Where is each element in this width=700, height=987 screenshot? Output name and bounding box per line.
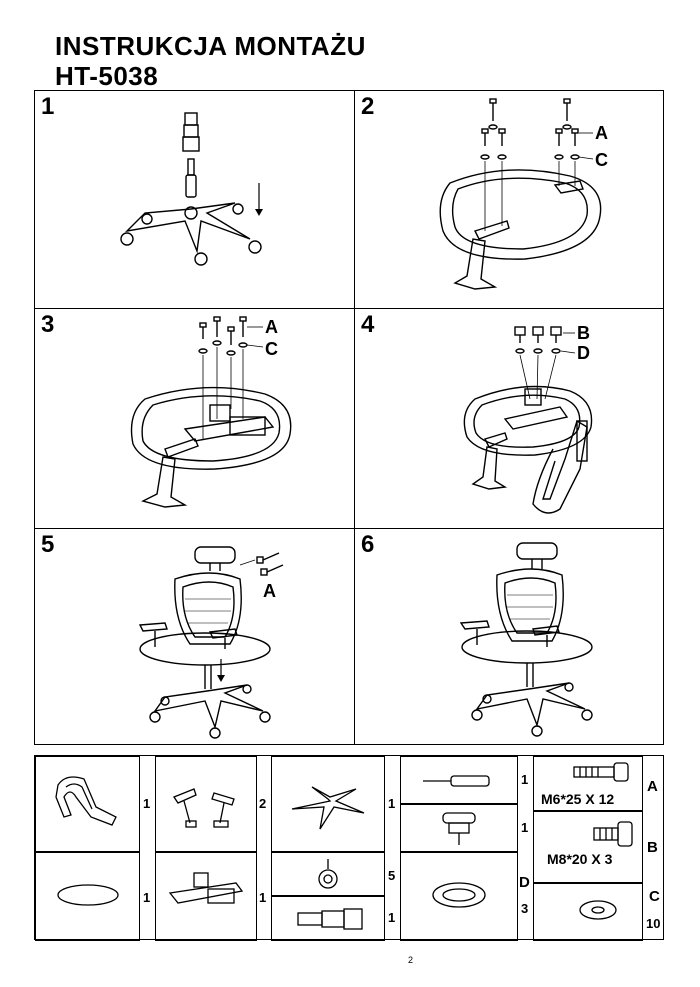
mechanism-icon bbox=[168, 872, 244, 904]
mechanism-qty: 1 bbox=[259, 890, 267, 905]
label-a: A bbox=[595, 123, 608, 143]
armrests-qty: 2 bbox=[259, 796, 267, 811]
step-6-panel: 6 bbox=[354, 528, 664, 745]
part-washer-c bbox=[533, 883, 643, 941]
label-c: C bbox=[595, 150, 608, 170]
step-5-illustration: A bbox=[138, 546, 284, 739]
seat-icon bbox=[57, 884, 119, 906]
part-cover bbox=[271, 896, 385, 941]
label-a: A bbox=[263, 581, 276, 601]
screw-a-spec: M6*25 X 12 bbox=[541, 791, 615, 807]
step-number: 2 bbox=[361, 93, 375, 120]
backrest-icon bbox=[55, 776, 117, 826]
part-screw-a bbox=[533, 756, 643, 811]
part-headrest bbox=[400, 804, 518, 852]
step-6-illustration bbox=[459, 542, 593, 737]
step-3-panel: 3 bbox=[34, 308, 356, 530]
part-backrest bbox=[35, 756, 140, 852]
step-number: 3 bbox=[41, 311, 55, 338]
step-number: 4 bbox=[361, 311, 375, 338]
headrest-qty: 1 bbox=[521, 820, 529, 835]
screw-b-spec: M8*20 X 3 bbox=[547, 851, 613, 867]
page-title: INSTRUKCJA MONTAŻU bbox=[55, 31, 366, 61]
gas-lift-icon bbox=[423, 775, 490, 787]
step-2-illustration: A C bbox=[439, 98, 608, 290]
label-a: A bbox=[265, 317, 278, 337]
step-1-panel: 1 bbox=[34, 90, 356, 310]
base-icon bbox=[291, 786, 365, 830]
screw-b-icon bbox=[593, 821, 633, 847]
screw-a-label: A bbox=[647, 778, 658, 795]
screw-b-label: B bbox=[647, 839, 658, 856]
part-screw-b bbox=[533, 811, 643, 883]
step-5-panel: 5 bbox=[34, 528, 356, 745]
cover-qty: 1 bbox=[388, 910, 396, 925]
step-3-illustration: A C bbox=[130, 316, 292, 508]
part-mechanism bbox=[155, 852, 257, 941]
step-4-panel: 4 bbox=[354, 308, 664, 530]
part-base bbox=[271, 756, 385, 852]
step-4-illustration: B D bbox=[463, 323, 593, 514]
washer-d-label: D bbox=[519, 874, 530, 891]
step-1-illustration bbox=[120, 112, 263, 266]
label-d: D bbox=[577, 343, 590, 363]
headrest-icon bbox=[442, 812, 476, 845]
caster-icon bbox=[318, 859, 338, 889]
base-qty: 1 bbox=[388, 796, 396, 811]
step-number: 5 bbox=[41, 531, 55, 558]
label-c: C bbox=[265, 339, 278, 359]
part-gas-lift bbox=[400, 756, 518, 804]
armrests-icon bbox=[173, 788, 235, 828]
step-number: 6 bbox=[361, 531, 375, 558]
washer-c-qty: 10 bbox=[646, 916, 661, 931]
model-number: HT-5038 bbox=[55, 61, 159, 91]
washer-c-label: C bbox=[649, 888, 660, 905]
backrest-qty: 1 bbox=[143, 796, 151, 811]
parts-list: 1 2 1 1 1 bbox=[34, 755, 664, 941]
part-casters bbox=[271, 852, 385, 896]
screw-a-icon bbox=[573, 762, 629, 782]
part-washer-d bbox=[400, 852, 518, 941]
step-2-panel: 2 bbox=[354, 90, 664, 310]
cover-icon bbox=[297, 908, 363, 930]
seat-qty: 1 bbox=[143, 890, 151, 905]
assembly-steps-grid: 1 2 bbox=[34, 90, 664, 745]
washer-d-qty: 3 bbox=[521, 901, 529, 916]
casters-qty: 5 bbox=[388, 868, 396, 883]
label-b: B bbox=[577, 323, 590, 343]
part-seat bbox=[35, 852, 140, 941]
step-number: 1 bbox=[41, 93, 55, 120]
page-number: 2 bbox=[408, 955, 414, 965]
gas-lift-qty: 1 bbox=[521, 772, 529, 787]
washer-c-icon bbox=[579, 900, 617, 920]
washer-d-icon bbox=[432, 882, 486, 908]
part-armrests bbox=[155, 756, 257, 852]
